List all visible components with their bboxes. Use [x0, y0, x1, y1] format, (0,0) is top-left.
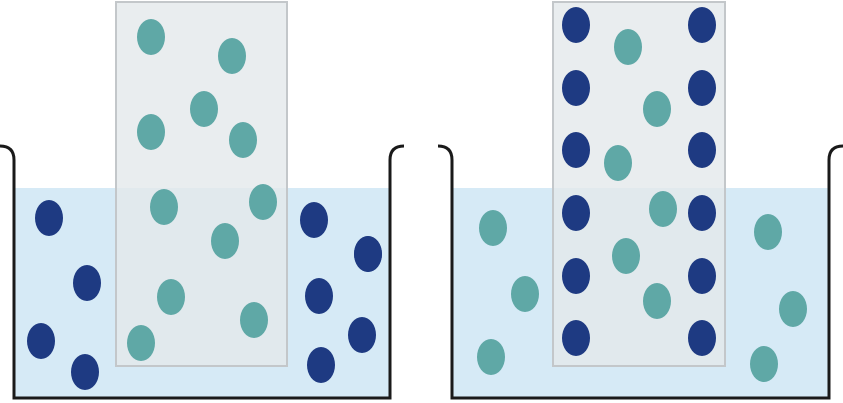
light-particle — [137, 114, 165, 150]
light-particle — [190, 91, 218, 127]
light-particle — [229, 122, 257, 158]
container-right — [437, 144, 843, 400]
light-particle — [643, 283, 671, 319]
dark-particle — [688, 195, 716, 231]
dark-particle — [27, 323, 55, 359]
light-particle — [612, 238, 640, 274]
dark-particle — [562, 258, 590, 294]
light-particle — [137, 19, 165, 55]
panel-after — [437, 1, 843, 400]
light-particle — [127, 325, 155, 361]
light-particle — [240, 302, 268, 338]
light-particle — [643, 91, 671, 127]
light-particle — [477, 339, 505, 375]
dark-particle — [35, 200, 63, 236]
dark-particle — [73, 265, 101, 301]
light-particle — [754, 214, 782, 250]
light-particle — [750, 346, 778, 382]
light-particle — [211, 223, 239, 259]
light-particle — [150, 189, 178, 225]
dark-particle — [562, 195, 590, 231]
light-particle — [249, 184, 277, 220]
particles-before — [27, 19, 382, 390]
dark-particle — [688, 258, 716, 294]
dark-particle — [688, 70, 716, 106]
dark-particle — [305, 278, 333, 314]
light-particle — [649, 191, 677, 227]
light-particle — [779, 291, 807, 327]
dark-particle — [562, 320, 590, 356]
panel-before — [0, 1, 405, 400]
dark-particle — [562, 70, 590, 106]
dark-particle — [688, 7, 716, 43]
membrane-bag-right — [552, 1, 726, 367]
particles-after — [477, 7, 807, 382]
dark-particle — [71, 354, 99, 390]
light-particle — [604, 145, 632, 181]
dark-particle — [562, 7, 590, 43]
light-particle — [511, 276, 539, 312]
light-particle — [479, 210, 507, 246]
dark-particle — [300, 202, 328, 238]
dark-particle — [688, 320, 716, 356]
dark-particle — [562, 132, 590, 168]
container-left — [0, 144, 405, 400]
dark-particle — [307, 347, 335, 383]
dark-particle — [688, 132, 716, 168]
light-particle — [218, 38, 246, 74]
light-particle — [614, 29, 642, 65]
light-particle — [157, 279, 185, 315]
dark-particle — [354, 236, 382, 272]
dark-particle — [348, 317, 376, 353]
